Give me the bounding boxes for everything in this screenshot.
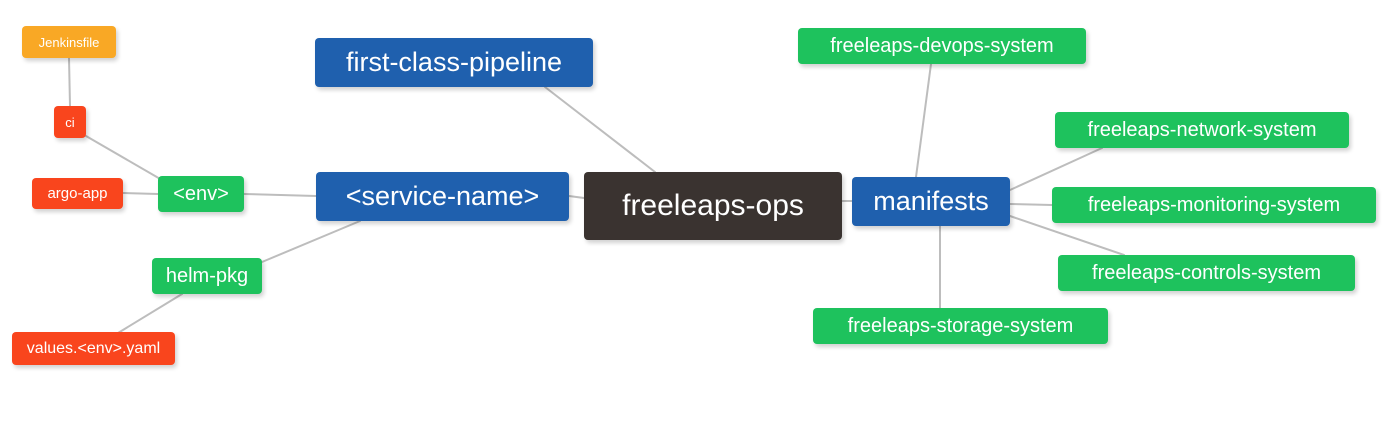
mindmap-node-label: helm-pkg <box>165 265 249 287</box>
mindmap-node-label: <env> <box>173 183 229 205</box>
mindmap-node-label: ci <box>65 114 75 130</box>
mindmap-node-jenkinsfile[interactable]: Jenkinsfile <box>22 26 116 58</box>
mindmap-node-label: values.<env>.yaml <box>26 339 161 357</box>
mindmap-edge-service-name-to-freeleaps-ops <box>568 195 585 199</box>
mindmap-node-freeleaps-ops[interactable]: freeleaps-ops <box>584 172 842 240</box>
mindmap-node-freeleaps-storage-system[interactable]: freeleaps-storage-system <box>813 308 1108 344</box>
mindmap-edge-manifests-to-freeleaps-network-system <box>1009 147 1103 191</box>
mindmap-node-label: <service-name> <box>345 181 540 211</box>
mindmap-edge-service-name-to-helm-pkg <box>261 220 361 263</box>
mindmap-edge-manifests-to-freeleaps-devops-system <box>915 63 932 178</box>
mindmap-node-ci[interactable]: ci <box>54 106 86 138</box>
mindmap-node-freeleaps-monitoring-system[interactable]: freeleaps-monitoring-system <box>1052 187 1376 223</box>
mindmap-edge-argo-app-to-env <box>122 192 159 195</box>
mindmap-edge-first-class-pipeline-to-freeleaps-ops <box>544 86 656 173</box>
mindmap-edge-ci-to-env <box>85 135 163 181</box>
mindmap-node-freeleaps-controls-system[interactable]: freeleaps-controls-system <box>1058 255 1355 291</box>
mindmap-node-label: freeleaps-controls-system <box>1092 262 1321 284</box>
mindmap-node-label: Jenkinsfile <box>38 34 100 50</box>
mindmap-node-env[interactable]: <env> <box>158 176 244 212</box>
mindmap-edge-env-to-service-name <box>243 193 317 197</box>
mindmap-node-argo-app[interactable]: argo-app <box>32 178 123 209</box>
mindmap-edge-helm-pkg-to-values-yaml <box>117 293 183 334</box>
mindmap-node-helm-pkg[interactable]: helm-pkg <box>152 258 262 294</box>
mindmap-node-label: freeleaps-network-system <box>1087 119 1317 141</box>
mindmap-node-first-class-pipeline[interactable]: first-class-pipeline <box>315 38 593 87</box>
mindmap-node-freeleaps-devops-system[interactable]: freeleaps-devops-system <box>798 28 1086 64</box>
mindmap-node-service-name[interactable]: <service-name> <box>316 172 569 221</box>
mindmap-node-label: freeleaps-monitoring-system <box>1087 194 1341 216</box>
mindmap-node-label: freeleaps-ops <box>622 189 804 222</box>
mindmap-node-values-yaml[interactable]: values.<env>.yaml <box>12 332 175 365</box>
mindmap-node-label: first-class-pipeline <box>345 47 563 77</box>
mindmap-node-label: freeleaps-devops-system <box>830 35 1054 57</box>
mindmap-node-label: manifests <box>873 186 989 216</box>
mindmap-edge-manifests-to-freeleaps-monitoring-system <box>1009 203 1053 206</box>
mindmap-edge-jenkinsfile-to-ci <box>68 57 71 107</box>
mindmap-node-label: argo-app <box>47 185 108 202</box>
mindmap-node-freeleaps-network-system[interactable]: freeleaps-network-system <box>1055 112 1349 148</box>
mindmap-node-label: freeleaps-storage-system <box>847 315 1074 337</box>
mindmap-node-manifests[interactable]: manifests <box>852 177 1010 226</box>
